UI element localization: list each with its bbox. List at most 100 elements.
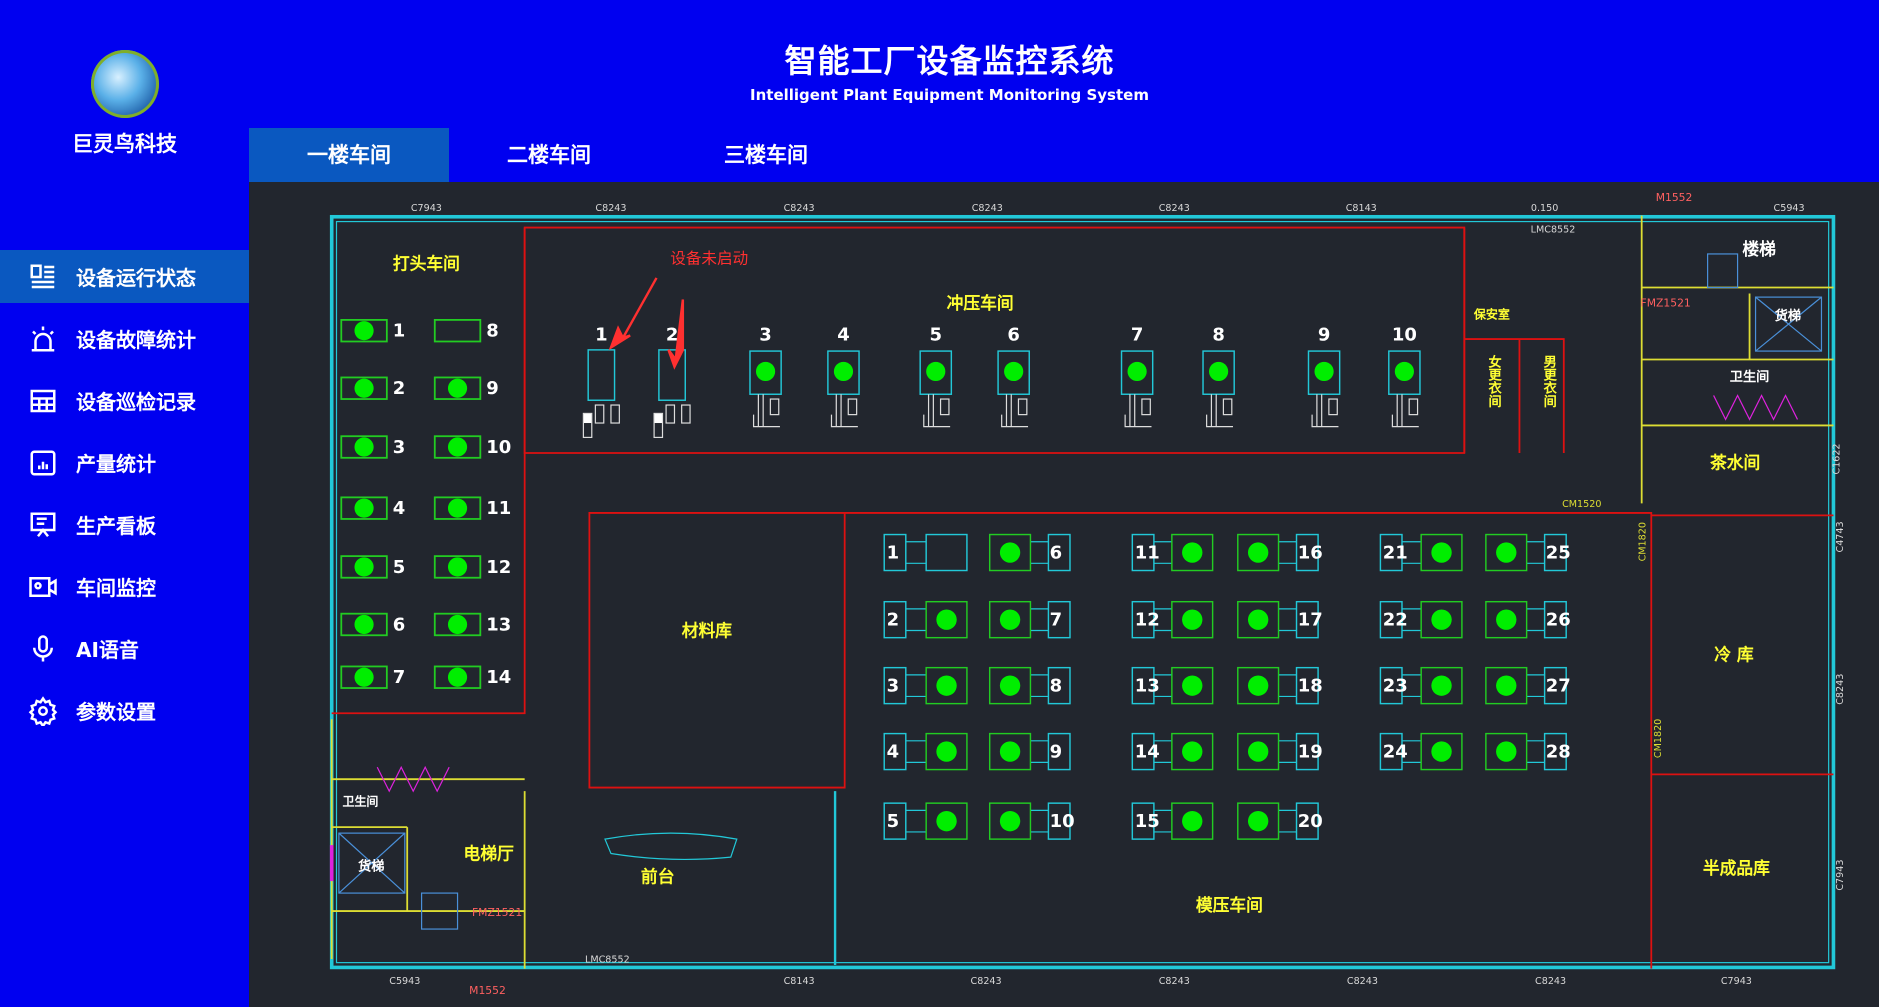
heading-machine[interactable]: 8 bbox=[433, 319, 499, 343]
molding-machine[interactable]: 3 bbox=[883, 666, 968, 705]
machine-panel bbox=[939, 398, 950, 416]
molding-machine[interactable]: 27 bbox=[1485, 666, 1571, 705]
status-light-icon bbox=[354, 437, 374, 457]
heading-machine[interactable]: 1 bbox=[340, 319, 406, 343]
stamping-machine[interactable]: 3 bbox=[749, 324, 782, 428]
heading-machine[interactable]: 2 bbox=[340, 376, 405, 400]
molding-machine[interactable]: 21 bbox=[1379, 533, 1463, 572]
machine-base bbox=[1391, 394, 1419, 428]
sidebar-item-label: 生产看板 bbox=[76, 514, 156, 538]
room-label-security: 保安室 bbox=[1473, 307, 1510, 322]
heading-machine[interactable]: 4 bbox=[340, 496, 405, 520]
sidebar-item-inspection-records[interactable]: 设备巡检记录 bbox=[0, 374, 249, 427]
stamping-machine[interactable]: 7 bbox=[1120, 324, 1154, 428]
molding-machine[interactable]: 11 bbox=[1131, 533, 1214, 572]
machine-frame bbox=[1420, 533, 1463, 572]
room-label-stamping: 冲压车间 bbox=[947, 293, 1014, 313]
dimension-label: C8243 bbox=[595, 203, 626, 214]
molding-machine[interactable]: 6 bbox=[988, 533, 1071, 572]
heading-machine[interactable]: 7 bbox=[340, 665, 405, 689]
heading-machine[interactable]: 3 bbox=[340, 435, 405, 459]
molding-machine[interactable]: 8 bbox=[988, 666, 1071, 705]
sidebar-item-workshop-monitoring[interactable]: 车间监控 bbox=[0, 560, 249, 613]
heading-machine[interactable]: 12 bbox=[433, 555, 512, 579]
machine-connector bbox=[1526, 674, 1545, 698]
molding-machine[interactable]: 20 bbox=[1237, 802, 1323, 840]
stamping-machine[interactable]: 6 bbox=[997, 324, 1030, 428]
molding-machine[interactable]: 10 bbox=[988, 802, 1075, 840]
stamping-machine[interactable]: 9 bbox=[1307, 324, 1341, 428]
machine-number: 22 bbox=[1383, 610, 1408, 631]
molding-machine[interactable]: 17 bbox=[1237, 600, 1323, 639]
machine-frame bbox=[988, 732, 1032, 771]
room-label-reception: 前台 bbox=[641, 866, 675, 886]
dimension-label: LMC8552 bbox=[1531, 224, 1576, 235]
molding-machine[interactable]: 26 bbox=[1485, 600, 1571, 639]
molding-machine[interactable]: 22 bbox=[1379, 600, 1463, 639]
stamping-machine[interactable]: 8 bbox=[1202, 324, 1235, 428]
status-light-icon bbox=[447, 378, 468, 398]
sidebar-item-output-stats[interactable]: 产量统计 bbox=[0, 436, 249, 489]
molding-machine[interactable]: 15 bbox=[1131, 802, 1214, 840]
molding-machine[interactable]: 7 bbox=[988, 600, 1071, 639]
molding-machine[interactable]: 13 bbox=[1131, 666, 1214, 705]
molding-machine[interactable]: 4 bbox=[883, 732, 968, 771]
molding-machine[interactable]: 1 bbox=[883, 533, 968, 572]
machine-number: 9 bbox=[486, 378, 499, 399]
status-light-icon bbox=[926, 361, 946, 382]
stamping-machine[interactable]: 4 bbox=[827, 324, 860, 428]
molding-machine[interactable]: 9 bbox=[988, 732, 1071, 771]
heading-machine[interactable]: 10 bbox=[433, 435, 512, 459]
machine-number: 9 bbox=[1318, 324, 1331, 345]
tab-floor-1[interactable]: 一楼车间 bbox=[249, 128, 449, 182]
stamping-machine[interactable]: 5 bbox=[919, 324, 953, 428]
machine-number: 7 bbox=[1131, 324, 1144, 345]
machine-number: 16 bbox=[1298, 543, 1323, 564]
tab-floor-3[interactable]: 三楼车间 bbox=[724, 143, 808, 167]
molding-machine[interactable]: 23 bbox=[1379, 666, 1463, 705]
sidebar-item-production-board[interactable]: 生产看板 bbox=[0, 498, 249, 551]
status-light-icon bbox=[354, 667, 374, 687]
molding-machine[interactable]: 24 bbox=[1379, 732, 1463, 771]
heading-machine[interactable]: 13 bbox=[433, 612, 512, 637]
molding-machine[interactable]: 14 bbox=[1131, 732, 1214, 771]
annotation-arrow-icon bbox=[667, 299, 685, 370]
molding-machine[interactable]: 2 bbox=[883, 600, 968, 639]
sidebar-item-ai-voice[interactable]: AI语音 bbox=[0, 622, 249, 675]
machine-panel bbox=[1222, 398, 1233, 416]
gear-icon bbox=[28, 695, 58, 726]
machine-frame bbox=[340, 435, 388, 459]
molding-machine[interactable]: 18 bbox=[1237, 666, 1323, 705]
machine-connector bbox=[905, 674, 927, 698]
sidebar-item-settings[interactable]: 参数设置 bbox=[0, 684, 249, 737]
dimension-label: C8243 bbox=[1159, 976, 1190, 987]
machine-connector bbox=[905, 541, 927, 564]
molding-machine[interactable]: 12 bbox=[1131, 600, 1214, 639]
status-light-icon bbox=[1431, 609, 1452, 630]
stamping-machine[interactable]: 1 bbox=[582, 324, 620, 439]
stamping-machine[interactable]: 10 bbox=[1388, 324, 1421, 428]
molding-machine[interactable]: 16 bbox=[1237, 533, 1323, 572]
molding-machine[interactable]: 5 bbox=[883, 802, 968, 840]
sidebar-item-label: 设备故障统计 bbox=[76, 328, 196, 352]
molding-machine[interactable]: 19 bbox=[1237, 732, 1323, 771]
machine-frame bbox=[433, 665, 482, 689]
heading-machine[interactable]: 14 bbox=[433, 665, 512, 689]
machine-number: 1 bbox=[393, 321, 406, 342]
status-light-icon bbox=[1182, 609, 1203, 630]
tab-floor-2[interactable]: 二楼车间 bbox=[507, 143, 591, 167]
stamping-machine[interactable]: 2 bbox=[653, 324, 691, 439]
molding-machine[interactable]: 28 bbox=[1485, 732, 1571, 771]
heading-machine[interactable]: 5 bbox=[340, 555, 405, 579]
heading-machine[interactable]: 9 bbox=[433, 376, 499, 400]
machine-panel bbox=[681, 404, 691, 424]
sidebar-item-equipment-status[interactable]: 设备运行状态 bbox=[0, 250, 249, 303]
machine-number: 12 bbox=[486, 557, 511, 578]
heading-machine[interactable]: 11 bbox=[433, 496, 512, 520]
heading-machine[interactable]: 6 bbox=[340, 612, 405, 637]
machine-table bbox=[1379, 533, 1403, 572]
machine-frame bbox=[1307, 350, 1341, 395]
machine-frame bbox=[433, 376, 482, 400]
molding-machine[interactable]: 25 bbox=[1485, 533, 1571, 572]
sidebar-item-fault-stats[interactable]: 设备故障统计 bbox=[0, 312, 249, 365]
